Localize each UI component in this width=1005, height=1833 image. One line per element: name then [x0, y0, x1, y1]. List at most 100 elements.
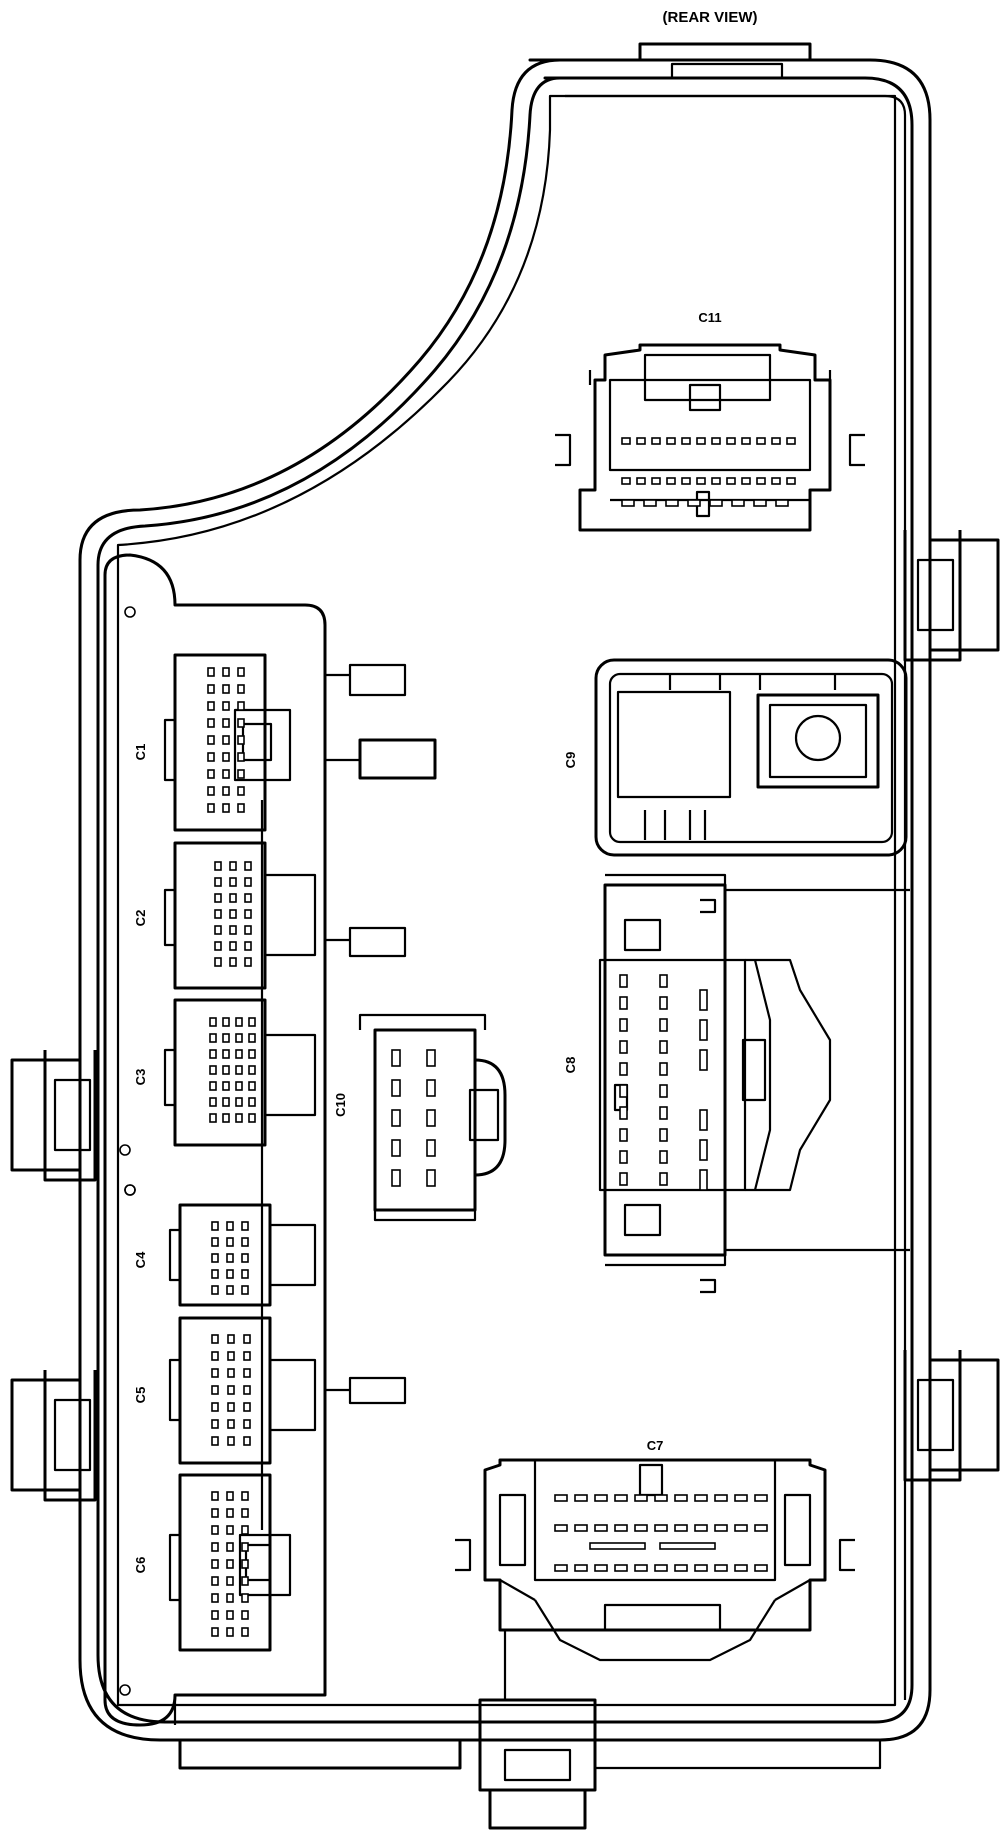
terminal-cavity [226, 1269, 234, 1279]
terminal-cavity [248, 1097, 256, 1107]
terminal-cavity [229, 861, 237, 871]
terminal-cavity [621, 499, 635, 507]
terminal-cavity [222, 1017, 230, 1027]
connector-c7 [455, 1458, 907, 1700]
terminal-cavity [619, 1062, 628, 1076]
terminal-cavity [634, 1524, 648, 1532]
terminal-cavity [391, 1139, 401, 1157]
terminal-cavity [614, 1564, 628, 1572]
terminal-cavity [214, 877, 222, 887]
terminal-cavity [226, 1559, 234, 1569]
connector-c8 [598, 873, 910, 1294]
terminal-cavity [634, 1494, 648, 1502]
terminal-cavity [241, 1508, 249, 1518]
terminal-cavity [207, 803, 215, 813]
terminal-cavity [241, 1269, 249, 1279]
label-c3: C3 [133, 1069, 148, 1086]
terminal-cavity [756, 477, 766, 485]
label-c1: C1 [133, 744, 148, 761]
terminal-cavity [207, 786, 215, 796]
terminal-cavity [574, 1564, 588, 1572]
terminal-cavity [226, 1525, 234, 1535]
terminal-cavity [214, 909, 222, 919]
connector-c11 [555, 343, 865, 532]
terminal-cavity [694, 1494, 708, 1502]
terminal-cavity [731, 499, 745, 507]
terminal-cavity [775, 499, 789, 507]
terminal-cavity [426, 1109, 436, 1127]
terminal-cavity [248, 1081, 256, 1091]
terminal-cavity [714, 1494, 728, 1502]
terminal-cavity [659, 1128, 668, 1142]
terminal-cavity [619, 1150, 628, 1164]
terminal-cavity [207, 701, 215, 711]
terminal-cavity [699, 1109, 708, 1131]
terminal-cavity [659, 1062, 668, 1076]
label-c9: C9 [563, 752, 578, 769]
terminal-cavity [211, 1491, 219, 1501]
terminal-cavity [654, 1524, 668, 1532]
terminal-cavity [391, 1079, 401, 1097]
terminal-cavity [222, 718, 230, 728]
terminal-cavity [211, 1285, 219, 1295]
terminal-cavity [226, 1285, 234, 1295]
left-latch-tab-lower [10, 1370, 97, 1502]
terminal-cavity [211, 1542, 219, 1552]
terminal-cavity [756, 437, 766, 445]
terminal-cavity [391, 1049, 401, 1067]
terminal-cavity [222, 769, 230, 779]
terminal-cavity [241, 1253, 249, 1263]
terminal-cavity [241, 1627, 249, 1637]
terminal-cavity [244, 861, 252, 871]
terminal-cavity [235, 1113, 243, 1123]
terminal-cavity [243, 1436, 251, 1446]
terminal-cavity [391, 1169, 401, 1187]
terminal-cavity [235, 1049, 243, 1059]
terminal-cavity [211, 1237, 219, 1247]
terminal-cavity [229, 909, 237, 919]
terminal-cavity [619, 1128, 628, 1142]
view-label: (REAR VIEW) [663, 9, 758, 26]
terminal-cavity [211, 1402, 219, 1412]
bottom-latch-tab [178, 1698, 882, 1830]
terminal-cavity [426, 1139, 436, 1157]
terminal-cavity [659, 974, 668, 988]
right-latch-tab-upper [903, 530, 1000, 662]
label-c10: C10 [333, 1093, 348, 1117]
terminal-cavity [709, 499, 723, 507]
terminal-cavity [237, 752, 245, 762]
terminal-cavity [207, 752, 215, 762]
terminal-cavity [211, 1351, 219, 1361]
terminal-cavity [211, 1593, 219, 1603]
terminal-cavity [235, 1017, 243, 1027]
terminal-cavity [222, 701, 230, 711]
terminal-cavity [237, 718, 245, 728]
left-latch-tab-upper [10, 1050, 97, 1182]
terminal-cavity [235, 1097, 243, 1107]
terminal-cavity [211, 1368, 219, 1378]
housing-outline [78, 58, 932, 1742]
label-c11: C11 [698, 310, 721, 325]
terminal-cavity [211, 1508, 219, 1518]
terminal-cavity [636, 437, 646, 445]
terminal-cavity [209, 1113, 217, 1123]
terminal-cavity [714, 1524, 728, 1532]
terminal-cavity [734, 1494, 748, 1502]
connector-c10-bank [103, 553, 437, 1727]
terminal-cavity [226, 1237, 234, 1247]
terminal-cavity [244, 957, 252, 967]
terminal-cavity [659, 1040, 668, 1054]
terminal-cavity [619, 974, 628, 988]
terminal-cavity [674, 1524, 688, 1532]
terminal-cavity [248, 1113, 256, 1123]
terminal-cavity [699, 1139, 708, 1161]
terminal-cavity [222, 735, 230, 745]
terminal-cavity [226, 1593, 234, 1603]
terminal-cavity [614, 1494, 628, 1502]
terminal-cavity [207, 769, 215, 779]
terminal-cavity [244, 877, 252, 887]
terminal-cavity [699, 1019, 708, 1041]
terminal-cavity [554, 1524, 568, 1532]
terminal-cavity [659, 1106, 668, 1120]
terminal-cavity [222, 786, 230, 796]
